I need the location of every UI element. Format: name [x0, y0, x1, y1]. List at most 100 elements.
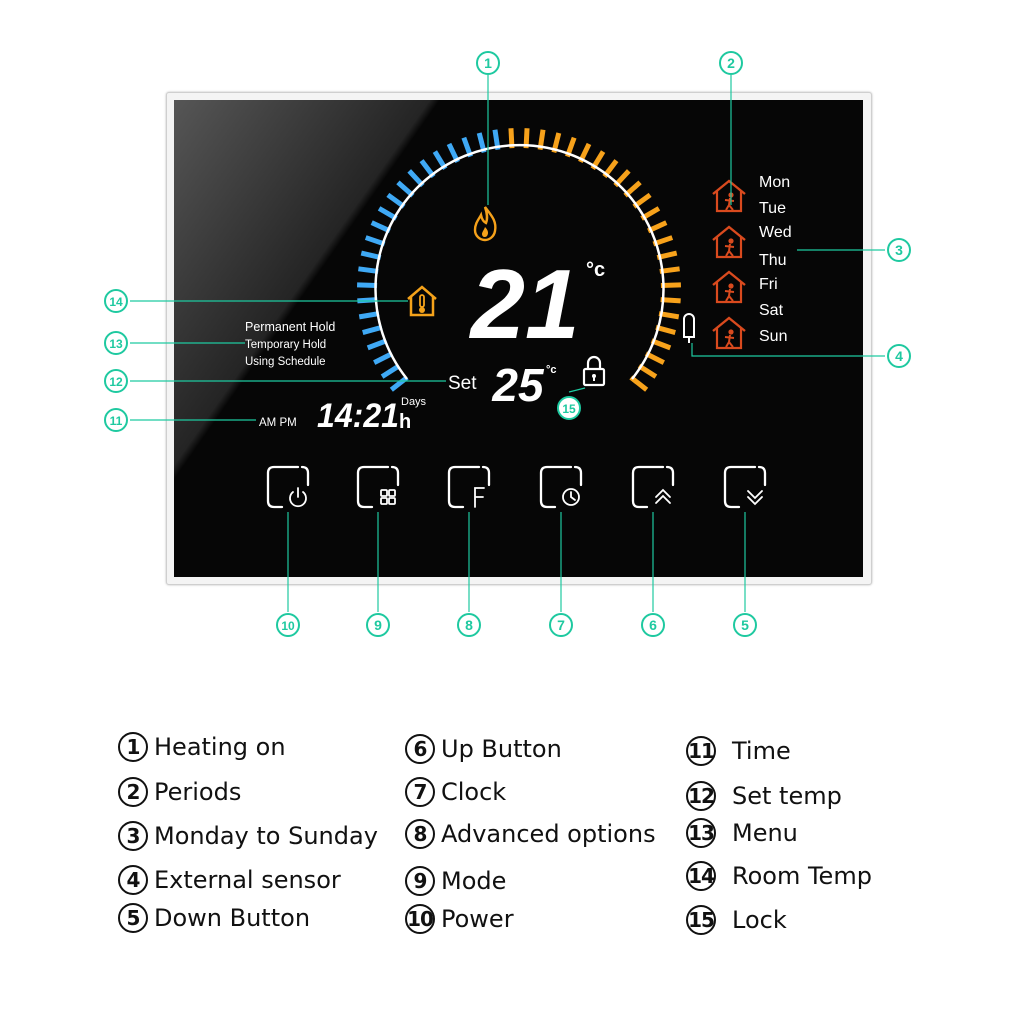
- callout-10: 10: [276, 613, 300, 637]
- svg-text:7: 7: [557, 617, 565, 633]
- day-tue: Tue: [759, 200, 786, 217]
- legend-label: Clock: [441, 778, 507, 806]
- svg-text:15: 15: [562, 402, 576, 416]
- chevron-down-button[interactable]: [723, 465, 767, 509]
- svg-text:14: 14: [109, 295, 123, 309]
- callout-8: 8: [457, 613, 481, 637]
- svg-text:8: 8: [465, 617, 473, 633]
- legend-number: 6: [405, 734, 435, 764]
- gauge-tick: [373, 351, 394, 365]
- clock-time-suffix: h: [399, 411, 411, 433]
- gauge-tick: [358, 311, 380, 320]
- callout-4: 4: [887, 344, 911, 368]
- callout-3: 3: [887, 238, 911, 262]
- day-fri: Fri: [759, 276, 778, 293]
- legend-label: External sensor: [154, 866, 341, 894]
- mode-grid-icon: [380, 489, 396, 505]
- power-icon: [289, 487, 307, 508]
- svg-text:4: 4: [895, 348, 903, 364]
- gauge-tick: [370, 220, 391, 234]
- callout-15: 15: [557, 396, 581, 420]
- gauge-tick: [364, 235, 386, 247]
- menu-using-schedule: Using Schedule: [245, 356, 326, 368]
- gauge-tick: [644, 351, 665, 365]
- legend-number: 12: [686, 781, 716, 811]
- clock-time: 14:21: [317, 397, 399, 435]
- callout-2: 2: [719, 51, 743, 75]
- legend-number: 15: [686, 905, 716, 935]
- clock-icon: [562, 488, 580, 506]
- svg-text:5: 5: [741, 617, 749, 633]
- chevron-up-button[interactable]: [631, 465, 675, 509]
- legend-item: 14 Room Temp: [686, 861, 872, 891]
- legend-label: Room Temp: [732, 862, 872, 890]
- legend-number: 14: [686, 861, 716, 891]
- chevron-down-icon: [747, 490, 763, 506]
- gauge-tick: [366, 338, 388, 351]
- house-person-icon: [712, 316, 746, 350]
- svg-text:3: 3: [895, 242, 903, 258]
- touch-buttons: [266, 465, 767, 509]
- set-temperature: 25: [491, 359, 545, 411]
- clock-button[interactable]: [539, 465, 583, 509]
- house-thermometer-icon: [407, 285, 437, 317]
- gauge-inner-arc: [374, 143, 665, 380]
- gauge-tick: [358, 266, 379, 274]
- power-button[interactable]: [266, 465, 310, 509]
- svg-text:1: 1: [484, 55, 492, 71]
- f-icon: [474, 487, 485, 508]
- callout-12: 12: [104, 369, 128, 393]
- callout-lines: [130, 75, 885, 612]
- am-pm-indicator: AM PM: [259, 417, 297, 429]
- legend-label: Power: [441, 905, 514, 933]
- legend-number: 13: [686, 818, 716, 848]
- menu-permanent-hold: Permanent Hold: [245, 320, 335, 334]
- legend-number: 9: [405, 866, 435, 896]
- current-temperature-unit: °c: [586, 259, 605, 281]
- legend-number: 8: [405, 819, 435, 849]
- day-wed: Wed: [759, 224, 792, 241]
- f-button[interactable]: [447, 465, 491, 509]
- set-temperature-unit: °c: [546, 364, 557, 376]
- legend-label: Menu: [732, 819, 798, 847]
- callout-13: 13: [104, 331, 128, 355]
- legend-number: 10: [405, 904, 435, 934]
- legend-label: Mode: [441, 867, 507, 895]
- period-icons: [712, 179, 746, 350]
- gauge-tick: [629, 375, 649, 392]
- days-label: Days: [401, 396, 427, 408]
- mode-grid-button[interactable]: [356, 465, 400, 509]
- flame-icon: [473, 206, 497, 242]
- gauge-tick: [637, 363, 658, 379]
- svg-text:2: 2: [727, 55, 735, 71]
- legend-label: Advanced options: [441, 820, 656, 848]
- lock-icon: [582, 355, 606, 387]
- gauge-tick: [377, 206, 398, 221]
- legend-item: 13 Menu: [686, 818, 798, 848]
- callout-1: 1: [476, 51, 500, 75]
- menu-temporary-hold: Temporary Hold: [245, 339, 326, 351]
- day-thu: Thu: [759, 252, 787, 269]
- set-label: Set: [448, 373, 477, 394]
- legend-number: 7: [405, 777, 435, 807]
- legend-label: Up Button: [441, 735, 562, 763]
- legend-label: Time: [732, 737, 791, 765]
- callout-7: 7: [549, 613, 573, 637]
- gauge-tick: [380, 363, 401, 379]
- gauge-tick: [360, 250, 382, 261]
- svg-text:6: 6: [649, 617, 657, 633]
- house-person-icon: [712, 179, 746, 213]
- legend-label: Down Button: [154, 904, 311, 932]
- legend-item: 11 Time: [686, 736, 791, 766]
- callout-9: 9: [366, 613, 390, 637]
- legend-number: 11: [686, 736, 716, 766]
